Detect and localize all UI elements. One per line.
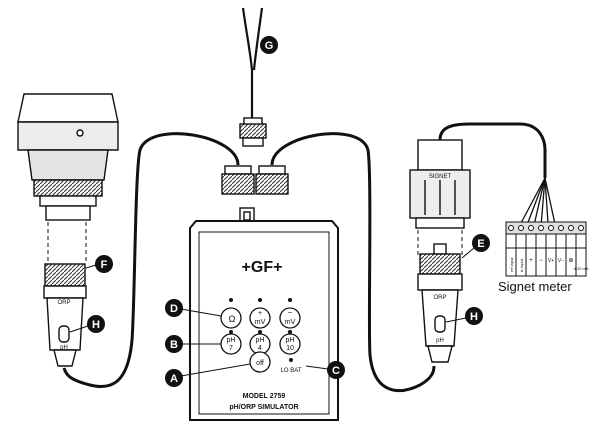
callout-f-letter: F xyxy=(101,259,108,271)
signet-meter-label: Signet meter xyxy=(498,279,572,294)
ph7-button[interactable]: pH 7 xyxy=(220,330,242,355)
ph10-button[interactable]: pH 10 xyxy=(279,330,301,355)
terminal-v-minus: V− xyxy=(558,258,564,264)
terminal-ref-input: ref input xyxy=(509,257,514,272)
ph7-top: pH xyxy=(227,337,236,344)
terminal-minus: − xyxy=(539,258,543,264)
callout-e-letter: E xyxy=(477,238,484,250)
plus-mv-unit: mV xyxy=(255,319,266,326)
terminal-tc-input: tc input xyxy=(519,258,524,272)
signet-connector-label: SIGNET xyxy=(429,174,452,180)
terminal-plus: + xyxy=(529,258,533,264)
plus-mv-button[interactable]: + mV xyxy=(249,298,271,329)
callout-e: E xyxy=(461,234,490,259)
right-sensor-guide-lines xyxy=(417,230,463,256)
minus-mv-sign: − xyxy=(288,308,293,317)
right-probe-ph: pH xyxy=(436,338,444,344)
ph4-bottom: 4 xyxy=(258,345,262,352)
ph7-bottom: 7 xyxy=(229,345,233,352)
terminal-v-plus: V+ xyxy=(548,258,554,264)
terminal-4-20ma: 4-20 mA xyxy=(573,266,588,271)
off-button[interactable]: off xyxy=(249,351,271,373)
signet-connector xyxy=(409,139,471,229)
plus-mv-sign: + xyxy=(258,310,262,317)
callout-d-letter: D xyxy=(170,303,178,315)
callout-c: C xyxy=(305,361,345,379)
ph10-bottom: 10 xyxy=(286,345,294,352)
cable-meter xyxy=(438,122,547,178)
left-sensor-guide-lines xyxy=(47,222,87,264)
minus-mv-button[interactable]: − mV xyxy=(279,298,301,329)
simulator-name: pH/ORP SIMULATOR xyxy=(229,404,298,411)
callout-f: F xyxy=(85,255,113,273)
callout-d: D xyxy=(165,299,222,317)
ph4-top: pH xyxy=(256,337,265,344)
callout-c-letter: C xyxy=(332,365,340,377)
terminal-ground: ⊕ xyxy=(568,258,573,264)
simulator-model: MODEL 2759 xyxy=(243,393,286,400)
g-cable xyxy=(241,7,264,118)
signet-meter-terminal-labels: ref input tc input + − V+ V− ⊕ 4-20 mA xyxy=(509,257,589,272)
left-probe-ph: pH xyxy=(60,345,68,351)
callout-g-letter: G xyxy=(265,40,274,52)
right-probe xyxy=(417,243,463,363)
left-sensor-housing xyxy=(17,93,119,221)
callout-h-right-letter: H xyxy=(470,311,478,323)
callout-h-left: H xyxy=(69,315,105,333)
bnc-right xyxy=(255,165,289,195)
callout-b: B xyxy=(165,335,221,353)
callout-g: G xyxy=(260,36,278,54)
minus-mv-unit: mV xyxy=(285,319,296,326)
g-connector xyxy=(239,117,267,147)
callout-h-right: H xyxy=(445,307,483,325)
callout-a: A xyxy=(165,363,251,387)
simulator-brand: +GF+ xyxy=(242,259,283,276)
ph10-top: pH xyxy=(286,337,295,344)
off-button-label: off xyxy=(256,360,264,367)
ohm-button-label: Ω xyxy=(229,314,236,324)
ohm-button[interactable]: Ω xyxy=(220,298,242,329)
left-probe-orp: ORP xyxy=(57,300,70,306)
cable-right xyxy=(270,132,436,392)
lo-bat-label: LO BAT xyxy=(281,368,302,374)
bnc-left xyxy=(221,165,255,195)
callout-h-left-letter: H xyxy=(92,319,100,331)
ph4-button[interactable]: pH 4 xyxy=(249,330,271,355)
signet-meter-terminal-block xyxy=(505,221,587,277)
callout-b-letter: B xyxy=(170,339,178,351)
lo-bat-indicator: LO BAT xyxy=(281,358,302,374)
callout-a-letter: A xyxy=(170,373,178,385)
right-probe-orp: ORP xyxy=(433,295,446,301)
left-probe xyxy=(43,263,87,367)
cable-left xyxy=(62,132,240,389)
